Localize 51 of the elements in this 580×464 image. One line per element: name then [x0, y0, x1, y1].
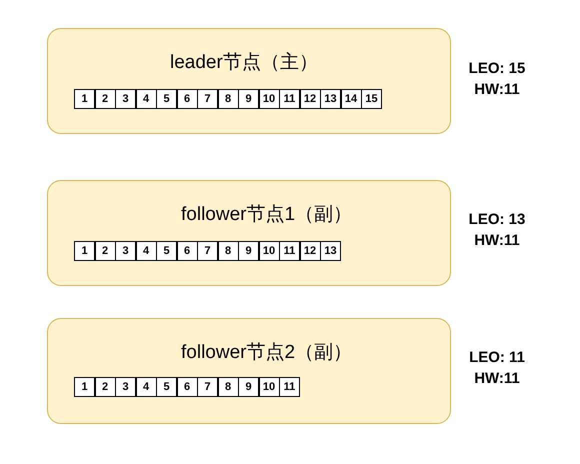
log-cell: 7	[197, 241, 218, 261]
log-cell: 13	[320, 241, 341, 261]
log-cell: 4	[136, 377, 156, 397]
log-cell: 15	[361, 89, 382, 109]
status-text: HW:11	[473, 369, 521, 389]
log-cell: 7	[197, 89, 218, 109]
log-cell: 11	[279, 377, 300, 397]
log-cell: 9	[238, 89, 259, 109]
log-cell: 10	[258, 241, 280, 261]
log-cell: 1	[74, 89, 95, 109]
node-box	[47, 28, 451, 134]
log-cell: 6	[176, 241, 198, 261]
log-cell: 5	[156, 89, 177, 109]
log-cell: 3	[115, 89, 136, 109]
log-cell: 5	[156, 377, 177, 397]
log-cell: 3	[115, 377, 136, 397]
log-cell: 7	[197, 377, 218, 397]
log-cell: 3	[115, 241, 136, 261]
log-cell: 4	[136, 241, 156, 261]
status-text: HW:11	[473, 80, 521, 100]
status-text: HW:11	[473, 231, 521, 251]
log-cell: 2	[94, 377, 116, 397]
node-box	[47, 180, 451, 286]
log-cell: 8	[218, 377, 238, 397]
status-text: LEO: 15	[468, 59, 526, 79]
log-cell: 11	[279, 241, 300, 261]
log-cell: 14	[340, 89, 362, 109]
status-text: LEO: 11	[468, 348, 526, 368]
node-title: leader节点（主）	[170, 51, 318, 75]
log-cell: 12	[300, 89, 320, 109]
status-text: LEO: 13	[468, 210, 526, 230]
node-box	[47, 318, 451, 424]
log-cell: 5	[156, 241, 177, 261]
log-cell: 8	[218, 89, 238, 109]
log-cell: 13	[320, 89, 341, 109]
log-cell: 2	[94, 89, 116, 109]
log-cell: 8	[218, 241, 238, 261]
node-title: follower节点2（副）	[181, 341, 352, 365]
log-cell: 9	[238, 241, 259, 261]
log-cell: 10	[258, 89, 280, 109]
log-cell: 1	[74, 241, 95, 261]
log-cell: 6	[176, 377, 198, 397]
log-cell: 10	[258, 377, 280, 397]
log-cell: 11	[279, 89, 300, 109]
log-cell: 4	[136, 89, 156, 109]
log-cell: 1	[74, 377, 95, 397]
log-cell: 12	[300, 241, 320, 261]
node-title: follower节点1（副）	[181, 203, 352, 227]
log-cell: 9	[238, 377, 259, 397]
log-cell: 6	[176, 89, 198, 109]
log-cell: 2	[94, 241, 116, 261]
